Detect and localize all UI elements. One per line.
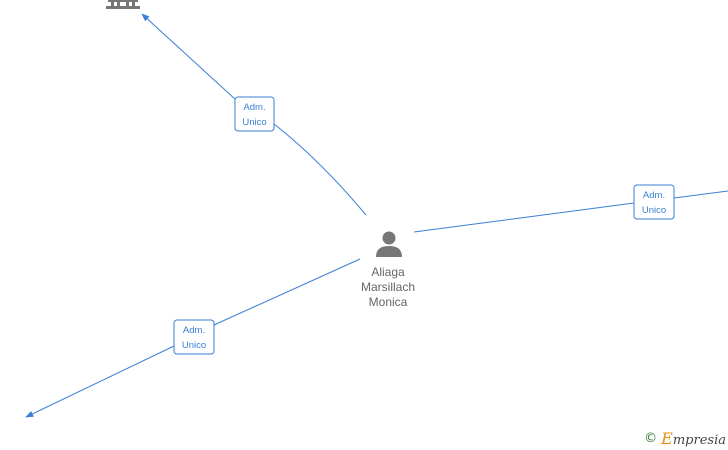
edge-bottom-left-label-line1: Adm. [183, 325, 205, 336]
edge-right-label-line2: Unico [642, 205, 666, 216]
edge-bottom-left-arrow-line [25, 345, 175, 418]
center-node[interactable]: Aliaga Marsillach Monica [361, 231, 415, 310]
empresia-logo-initial: E [661, 429, 673, 448]
edge-top[interactable]: Adm. Unico [141, 13, 367, 216]
edge-bottom-left-label-line2: Unico [182, 340, 206, 351]
empresia-logo: Empresia [661, 429, 726, 448]
center-node-name-line2: Marsillach [361, 280, 415, 294]
building-icon-base [106, 6, 140, 9]
edge-right-line [413, 202, 635, 233]
person-icon-head [382, 231, 396, 245]
building-icon-top [108, 0, 138, 2]
edge-right-label-box[interactable] [633, 184, 675, 220]
edge-top-label-line1: Adm. [243, 102, 265, 113]
building-icon[interactable] [106, 0, 140, 9]
building-icon-column-4 [132, 0, 135, 6]
edge-right[interactable]: Adm. Unico [413, 184, 728, 233]
edge-right-line-continuation [673, 190, 728, 199]
edge-top-label-box[interactable] [234, 96, 275, 132]
center-node-name-line1: Aliaga [371, 265, 405, 279]
person-icon [376, 231, 402, 257]
edge-right-label-line1: Adm. [643, 190, 665, 201]
building-icon-column-1 [111, 0, 114, 6]
person-icon-body [376, 246, 402, 257]
center-node-name-line3: Monica [369, 295, 408, 309]
building-icon-column-2 [117, 0, 120, 6]
copyright-symbol: © [644, 431, 658, 446]
empresia-logo-rest: mpresia [672, 433, 726, 448]
edge-bottom-left[interactable]: Adm. Unico [25, 258, 361, 418]
empresia-watermark: © Empresia [644, 429, 726, 448]
edge-bottom-left-label-box[interactable] [173, 319, 215, 355]
edge-top-label-line2: Unico [242, 117, 266, 128]
edge-top-arrow-line [141, 13, 237, 101]
building-icon-column-3 [126, 0, 129, 6]
edge-bottom-left-line [213, 258, 361, 326]
edge-top-line [273, 123, 367, 216]
